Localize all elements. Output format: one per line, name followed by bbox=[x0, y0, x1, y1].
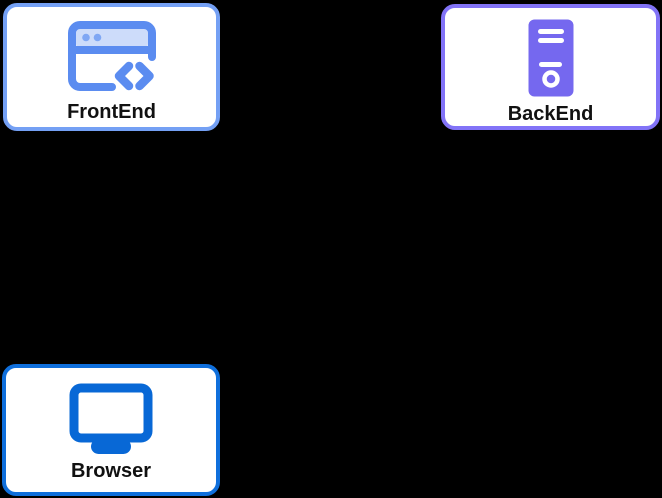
node-frontend[interactable]: FrontEnd bbox=[3, 3, 220, 131]
node-backend[interactable]: BackEnd bbox=[441, 4, 660, 130]
node-label-backend: BackEnd bbox=[507, 103, 594, 125]
browser-code-icon bbox=[67, 21, 156, 91]
node-label-frontend: FrontEnd bbox=[67, 101, 156, 123]
node-browser[interactable]: Browser bbox=[2, 364, 220, 496]
monitor-icon bbox=[69, 383, 153, 455]
server-icon bbox=[528, 19, 574, 97]
node-label-browser: Browser bbox=[70, 460, 152, 482]
